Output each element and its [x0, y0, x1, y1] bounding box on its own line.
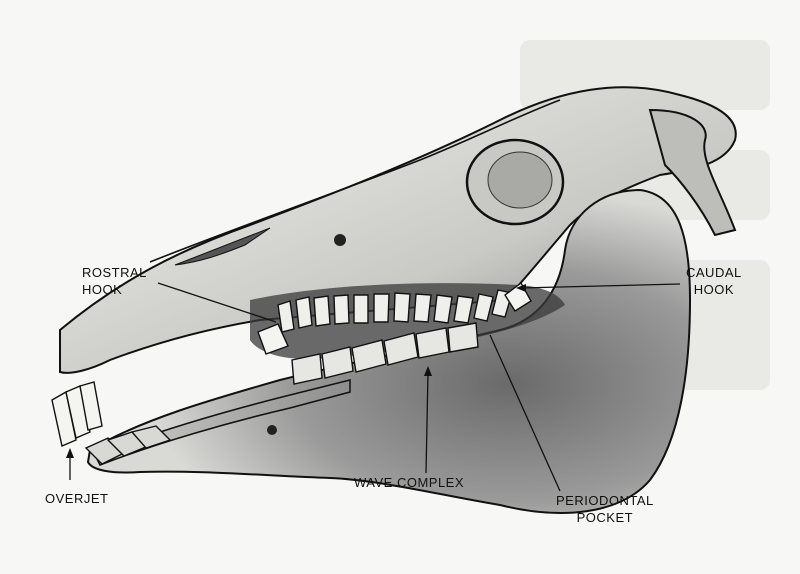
label-wave-complex: WAVE COMPLEX — [354, 474, 464, 491]
mental-foramen-spot — [267, 425, 277, 435]
label-overjet: OVERJET — [45, 490, 108, 507]
foramen-spot — [334, 234, 346, 246]
label-caudal-hook: CAUDAL HOOK — [686, 264, 742, 298]
label-rostral-hook: ROSTRAL HOOK — [82, 264, 147, 298]
upper-incisors — [52, 382, 102, 446]
label-periodontal-pocket: PERIODONTAL POCKET — [556, 492, 654, 526]
